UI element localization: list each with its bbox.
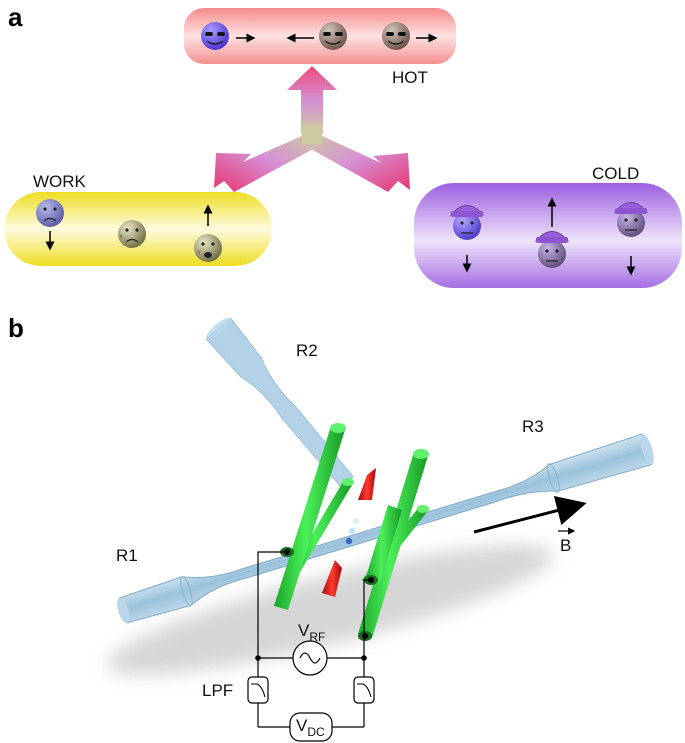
ion-crystal bbox=[345, 518, 359, 545]
panel-a-letter: a bbox=[8, 2, 23, 32]
cold-ion-1 bbox=[449, 205, 485, 273]
hot-label: HOT bbox=[392, 68, 428, 87]
trap-shadow bbox=[106, 545, 554, 675]
beam-r3-label: R3 bbox=[522, 417, 544, 436]
flow-arrow-up bbox=[287, 66, 337, 134]
work-ion-3 bbox=[194, 204, 222, 262]
rf-source bbox=[292, 640, 328, 676]
cold-ion-3 bbox=[613, 202, 649, 276]
needle-electrode-top bbox=[358, 468, 376, 500]
needle-electrode-bottom bbox=[322, 560, 342, 597]
hot-ion-2 bbox=[286, 22, 347, 50]
hot-ion-3 bbox=[382, 22, 438, 50]
electrode-rod-front-right bbox=[358, 449, 429, 638]
work-ion-1 bbox=[36, 199, 64, 251]
dc-voltage-label: VDC bbox=[296, 716, 325, 739]
work-label: WORK bbox=[33, 172, 87, 191]
dc-source bbox=[289, 712, 333, 742]
drive-circuit bbox=[257, 551, 371, 728]
low-pass-filter-label: LPF bbox=[202, 681, 233, 700]
beam-r2-label: R2 bbox=[296, 341, 318, 360]
beam-r2 bbox=[205, 317, 354, 488]
magnetic-field-label: B bbox=[560, 536, 571, 555]
magnetic-field-arrow bbox=[473, 495, 587, 534]
panel-b-letter: b bbox=[8, 313, 24, 343]
beam-r1-label: R1 bbox=[116, 546, 138, 565]
hot-ion-1 bbox=[201, 22, 256, 50]
cold-label: COLD bbox=[592, 164, 639, 183]
electrode-rod-front-right-end bbox=[358, 631, 372, 641]
flow-arrow-from-work bbox=[214, 135, 315, 192]
low-pass-filter-left bbox=[247, 676, 269, 704]
energy-flow-arrows bbox=[214, 66, 410, 192]
electrode-rod-front-left bbox=[274, 423, 346, 610]
cold-ion-2 bbox=[534, 197, 570, 268]
rf-voltage-label: VRF bbox=[298, 621, 325, 644]
work-ion-2 bbox=[118, 220, 146, 248]
low-pass-filter-right bbox=[353, 676, 375, 704]
flow-arrow-from-cold bbox=[309, 135, 410, 192]
